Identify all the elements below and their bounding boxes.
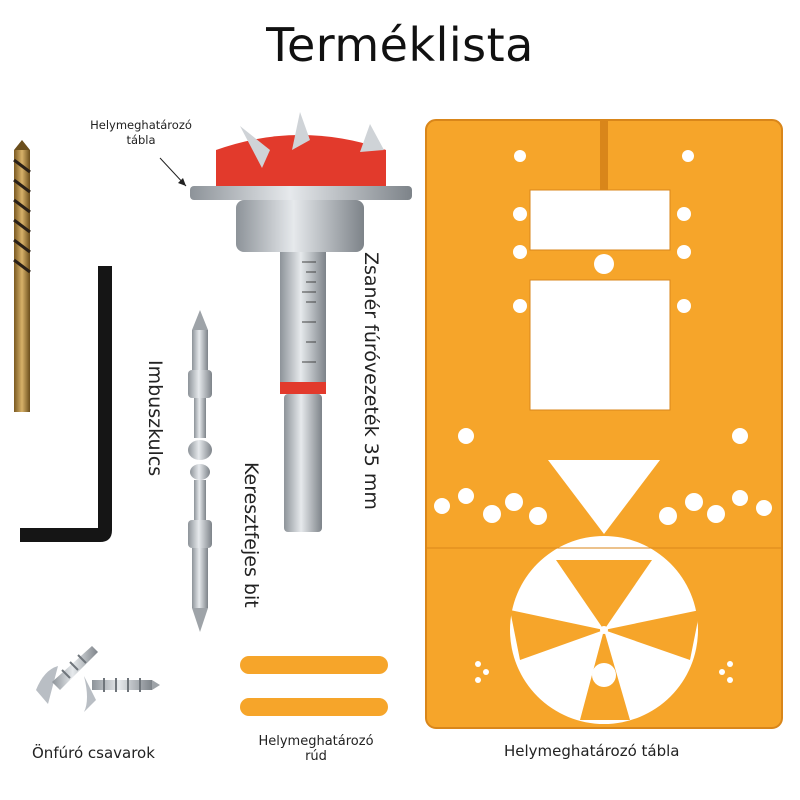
forstner-bit-icon (190, 112, 412, 532)
screw-icon (36, 646, 160, 712)
rod-label: Helymeghatározó rúd (258, 734, 374, 764)
dowel-rod-icon (240, 656, 388, 716)
page-title: Terméklista (266, 18, 534, 72)
hinge-bit-label: Zsanér fúróvezeték 35 mm (360, 252, 382, 510)
cross-bit-label: Keresztfejes bit (240, 462, 262, 608)
callout-arrow (159, 157, 187, 187)
plate-callout-label: Helymeghatározó tábla (90, 118, 192, 147)
hex-key-label: Imbuszkulcs (144, 360, 166, 477)
drill-bit-icon (13, 140, 31, 412)
jig-plate-icon (425, 119, 783, 729)
hex-key-icon (20, 266, 112, 542)
screws-label: Önfúró csavarok (32, 744, 155, 762)
cross-bit-icon (188, 310, 212, 632)
plate-label: Helymeghatározó tábla (504, 742, 680, 760)
